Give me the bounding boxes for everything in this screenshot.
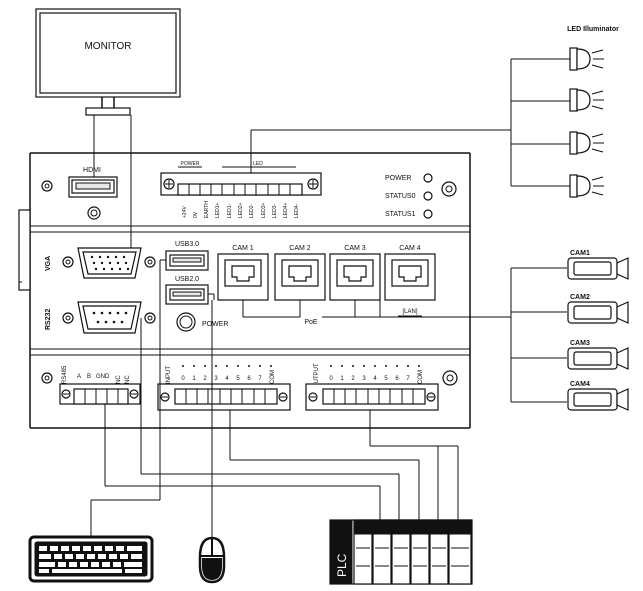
plc-module: [429, 519, 449, 585]
monitor-label: MONITOR: [84, 41, 131, 52]
led-illuminator-icon: [569, 88, 604, 112]
rs485-pin: GND: [96, 374, 110, 380]
terminal-label: 0V: [193, 211, 199, 218]
plc-module: [410, 519, 430, 585]
input-pin: 6: [247, 376, 251, 382]
input-pin: 3: [214, 376, 218, 382]
input-pin: 1: [192, 376, 196, 382]
rs485-pin: A: [77, 374, 81, 380]
status1-label: STATUS1: [385, 211, 416, 218]
hdmi-label: HDMI: [83, 167, 101, 174]
output-pin: 7: [406, 376, 410, 382]
keyboard-icon: [28, 535, 154, 583]
input-pin: 0: [181, 376, 185, 382]
led-illuminator-group: [250, 47, 604, 198]
camera-label: CAM1: [570, 250, 590, 257]
cam-port-label: CAM 4: [399, 245, 421, 252]
output-pin: 4: [373, 376, 377, 382]
middle-panel: VGA RS232 USB3.0 USB2.0 POWER CAM 1: [45, 241, 436, 334]
terminal-label: LED4-: [294, 203, 300, 218]
plc-module: [448, 519, 472, 585]
power-status-label: POWER: [385, 175, 411, 182]
poe-label: PoE: [304, 319, 318, 326]
input-label: INPUT: [166, 366, 172, 384]
plc-unit: PLC: [329, 519, 473, 585]
camera-icon: [616, 388, 629, 411]
cameras-group: CAM1 CAM2 CAM3 CAM4: [380, 250, 629, 411]
terminal-label: LED1-: [227, 203, 233, 218]
power-terminal-label: POWER: [181, 161, 200, 167]
mouse-icon: [198, 536, 226, 584]
status1-led-indicator: [423, 209, 433, 219]
output-pin: 2: [351, 376, 355, 382]
rs485-pin: B: [87, 374, 91, 380]
io-wiring: [90, 259, 459, 538]
output-pin: 1: [340, 376, 344, 382]
plc-module: [353, 519, 373, 585]
led-illuminator-title: LED Illuminator: [567, 26, 619, 33]
usb2-label: USB2.0: [175, 276, 199, 283]
terminal-label: LED2+: [238, 202, 244, 218]
led-terminal-label: LED: [253, 161, 263, 167]
led-illuminator-icon: [569, 47, 604, 71]
plc-label: PLC: [335, 553, 349, 577]
power-button-label: POWER: [202, 321, 228, 328]
terminal-label: LED2-: [249, 203, 255, 218]
monitor: MONITOR: [35, 8, 181, 116]
status0-label: STATUS0: [385, 193, 416, 200]
input-pin: 5: [236, 376, 240, 382]
terminal-label: EARTH: [204, 201, 210, 218]
plc-module: [391, 519, 411, 585]
output-pin: COM: [418, 370, 424, 384]
controller-body: [18, 152, 471, 429]
output-pin: 5: [384, 376, 388, 382]
vga-label: VGA: [45, 256, 52, 271]
bottom-panel: RS485 A B GND NC NC INPUT 0 1 2 3 4 5 6 …: [41, 363, 458, 411]
rs232-label: RS232: [45, 308, 52, 330]
led-illuminator-icon: [569, 131, 604, 155]
output-pin: 0: [329, 376, 333, 382]
terminal-label: LED1+: [215, 202, 221, 218]
plc-module: [372, 519, 392, 585]
input-pin: 7: [258, 376, 262, 382]
camera-icon: [616, 347, 629, 370]
lan-label: [LAN]: [402, 309, 417, 315]
terminal-label: LED3-: [272, 203, 278, 218]
top-panel: HDMI POWER LED +24V 0V EARTH LED1+ LED1-…: [41, 161, 457, 220]
camera-label: CAM4: [570, 381, 590, 388]
power-led-indicator: [423, 173, 433, 183]
terminal-label: LED3+: [261, 202, 267, 218]
usb3-label: USB3.0: [175, 241, 199, 248]
output-label: OUTPUT: [314, 363, 320, 388]
led-illuminator-icon: [569, 174, 604, 198]
input-pin: 2: [203, 376, 207, 382]
cam-port-label: CAM 1: [232, 245, 254, 252]
rs485-label: RS485: [62, 365, 68, 384]
rs485-pin: NC: [116, 375, 122, 384]
terminal-label: LED4+: [283, 202, 289, 218]
cam-port-label: CAM 3: [344, 245, 366, 252]
input-pin: 4: [225, 376, 229, 382]
status0-led-indicator: [423, 191, 433, 201]
rs485-pin: NC: [125, 375, 131, 384]
monitor-cables: [93, 115, 132, 262]
output-pin: 6: [395, 376, 399, 382]
input-pin: COM: [270, 370, 276, 384]
camera-label: CAM2: [570, 294, 590, 301]
cam-port-label: CAM 2: [289, 245, 311, 252]
output-pin: 3: [362, 376, 366, 382]
camera-label: CAM3: [570, 340, 590, 347]
camera-icon: [616, 257, 629, 280]
camera-icon: [616, 301, 629, 324]
terminal-label: +24V: [182, 206, 188, 218]
